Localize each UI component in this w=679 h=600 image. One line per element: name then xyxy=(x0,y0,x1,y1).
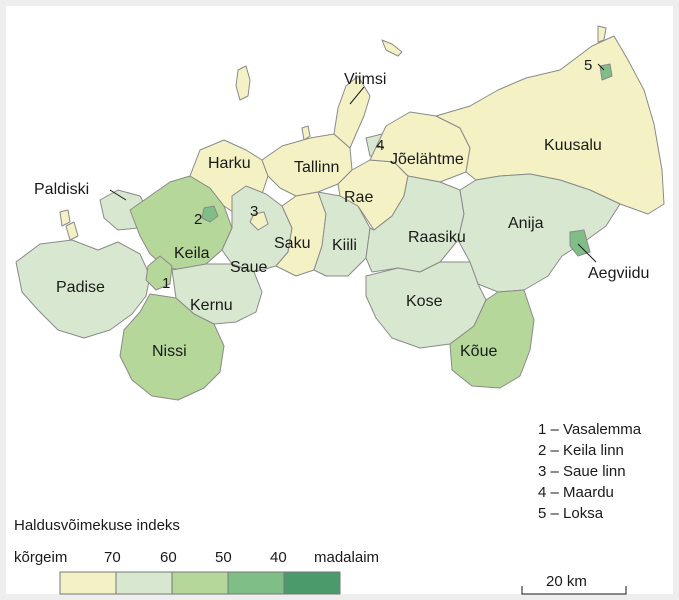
label-joelahtme: Jõelähtme xyxy=(390,151,464,168)
region-saue-linn xyxy=(249,211,269,231)
label-raasiku: Raasiku xyxy=(408,229,466,246)
key-item-3: 3 – Saue linn xyxy=(538,463,626,480)
label-keila: Keila xyxy=(174,245,210,262)
legend-tick-60: 60 xyxy=(160,549,177,566)
island-pakri-2 xyxy=(65,221,79,241)
label-koue: Kõue xyxy=(460,343,497,360)
label-kuusalu: Kuusalu xyxy=(544,137,602,154)
label-harku: Harku xyxy=(208,155,251,172)
label-num-3: 3 xyxy=(250,203,258,220)
label-padise: Padise xyxy=(56,279,105,296)
legend-swatch-1 xyxy=(59,571,117,595)
legend-swatch-3 xyxy=(171,571,229,595)
key-item-4: 4 – Maardu xyxy=(538,484,614,501)
region-kuusalu xyxy=(435,35,665,215)
label-num-1: 1 xyxy=(162,275,170,292)
label-num-5: 5 xyxy=(584,57,592,74)
island-naissaar xyxy=(301,125,311,141)
legend-swatch-4 xyxy=(227,571,285,595)
region-nissi xyxy=(119,293,225,401)
leader-5 xyxy=(597,63,605,71)
label-kernu: Kernu xyxy=(190,297,233,314)
label-tallinn: Tallinn xyxy=(294,159,339,176)
label-rae: Rae xyxy=(344,189,373,206)
label-kiili: Kiili xyxy=(332,237,357,254)
label-nissi: Nissi xyxy=(152,343,187,360)
label-anija: Anija xyxy=(508,215,544,232)
leader-viimsi xyxy=(349,86,365,105)
label-num-2: 2 xyxy=(194,211,202,228)
key-item-5: 5 – Loksa xyxy=(538,505,604,522)
legend-swatch-5 xyxy=(283,571,341,595)
label-saue: Saue xyxy=(230,259,267,276)
label-num-4: 4 xyxy=(376,137,384,154)
island-loksa-north xyxy=(597,25,607,43)
region-vasalemma xyxy=(145,255,173,291)
region-aegviidu xyxy=(569,229,591,257)
label-paldiski: Paldiski xyxy=(34,181,89,198)
island-aegna xyxy=(381,39,403,57)
region-loksa xyxy=(599,63,613,81)
scale-bar-label: 20 km xyxy=(546,573,587,590)
legend-label-low: madalaim xyxy=(314,549,379,566)
label-saku: Saku xyxy=(274,235,310,252)
leader-paldiski xyxy=(109,189,127,201)
leader-4 xyxy=(377,145,385,149)
region-keila-linn xyxy=(201,205,219,223)
region-padise xyxy=(15,239,151,339)
label-aegviidu: Aegviidu xyxy=(588,265,649,282)
region-koue xyxy=(449,289,535,389)
legend-tick-50: 50 xyxy=(215,549,232,566)
island-prangli xyxy=(235,65,251,101)
key-item-2: 2 – Keila linn xyxy=(538,442,624,459)
region-viimsi xyxy=(333,75,371,149)
label-viimsi: Viimsi xyxy=(344,71,386,88)
legend-tick-40: 40 xyxy=(270,549,287,566)
key-item-1: 1 – Vasalemma xyxy=(538,421,642,438)
legend-title: Haldusvõimekuse indeks xyxy=(14,517,180,534)
legend-label-high: kõrgeim xyxy=(14,549,67,566)
legend-swatch-2 xyxy=(115,571,173,595)
island-pakri-1 xyxy=(59,209,71,227)
legend-tick-70: 70 xyxy=(104,549,121,566)
label-kose: Kose xyxy=(406,293,443,310)
scale-bar xyxy=(521,586,627,595)
leader-aegviidu xyxy=(577,243,597,263)
